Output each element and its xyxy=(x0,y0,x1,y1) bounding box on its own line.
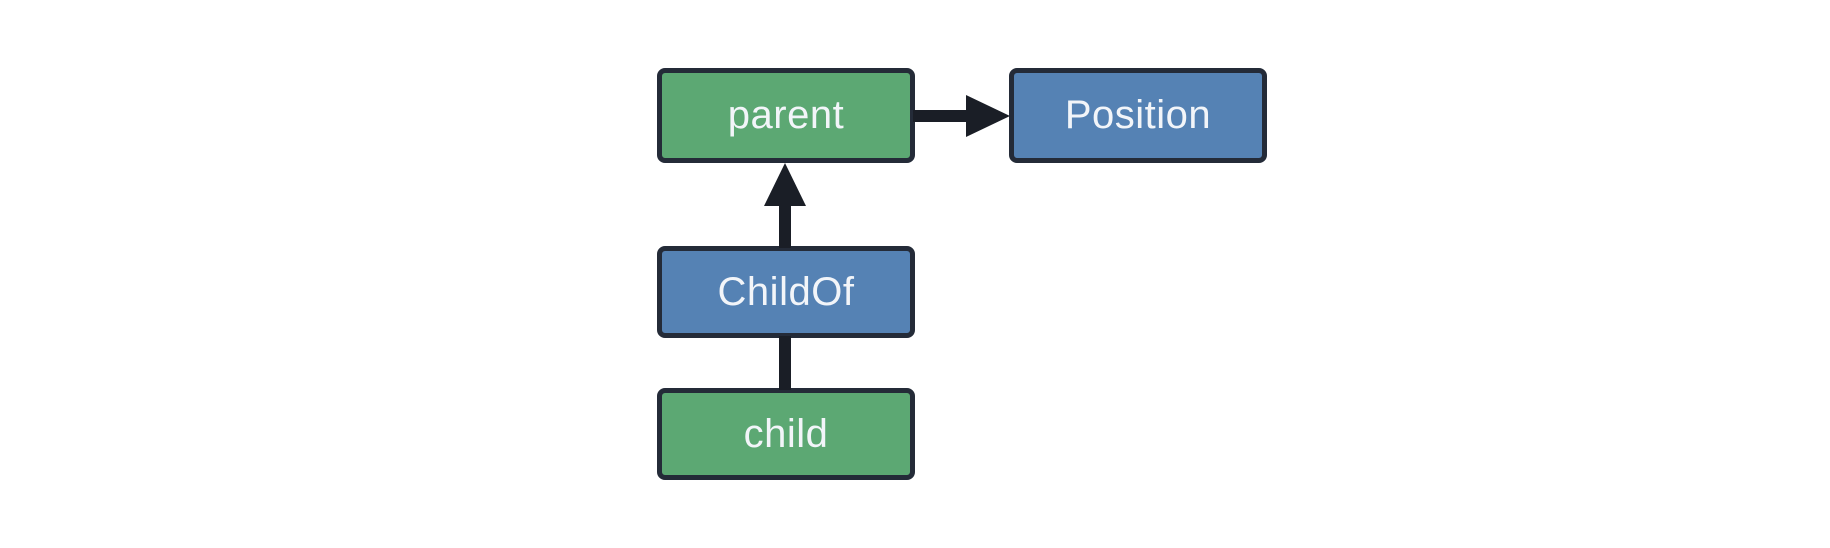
node-position: Position xyxy=(1009,68,1267,163)
node-childof-label: ChildOf xyxy=(717,269,855,314)
node-childof: ChildOf xyxy=(657,246,915,338)
arrowhead-right-icon xyxy=(966,95,1010,137)
node-position-label: Position xyxy=(1064,93,1212,137)
edge-child-to-childof-line xyxy=(779,336,791,390)
edge-parent-to-position-shaft xyxy=(913,110,971,122)
edge-childof-to-parent-shaft xyxy=(779,202,791,248)
arrowhead-up-icon xyxy=(764,163,806,206)
node-parent-label: parent xyxy=(727,93,845,137)
node-child: child xyxy=(657,388,915,480)
node-parent: parent xyxy=(657,68,915,163)
node-child-label: child xyxy=(743,411,829,456)
